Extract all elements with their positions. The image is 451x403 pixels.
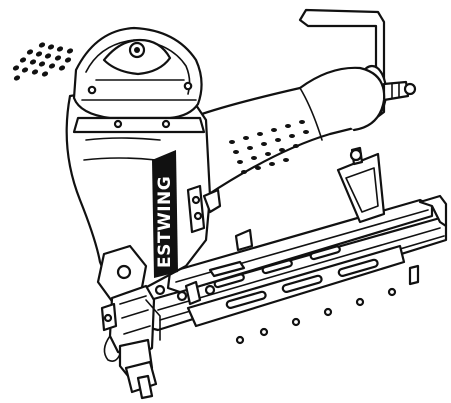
nailer-head: ESTWING	[65, 26, 254, 306]
handle	[194, 66, 386, 198]
brand-label: ESTWING	[155, 176, 175, 268]
rear-bracket	[298, 8, 386, 224]
nose-assembly	[100, 284, 161, 400]
exhaust-dots	[12, 42, 74, 81]
magazine-rail	[148, 194, 448, 345]
grip-dots	[229, 120, 309, 174]
